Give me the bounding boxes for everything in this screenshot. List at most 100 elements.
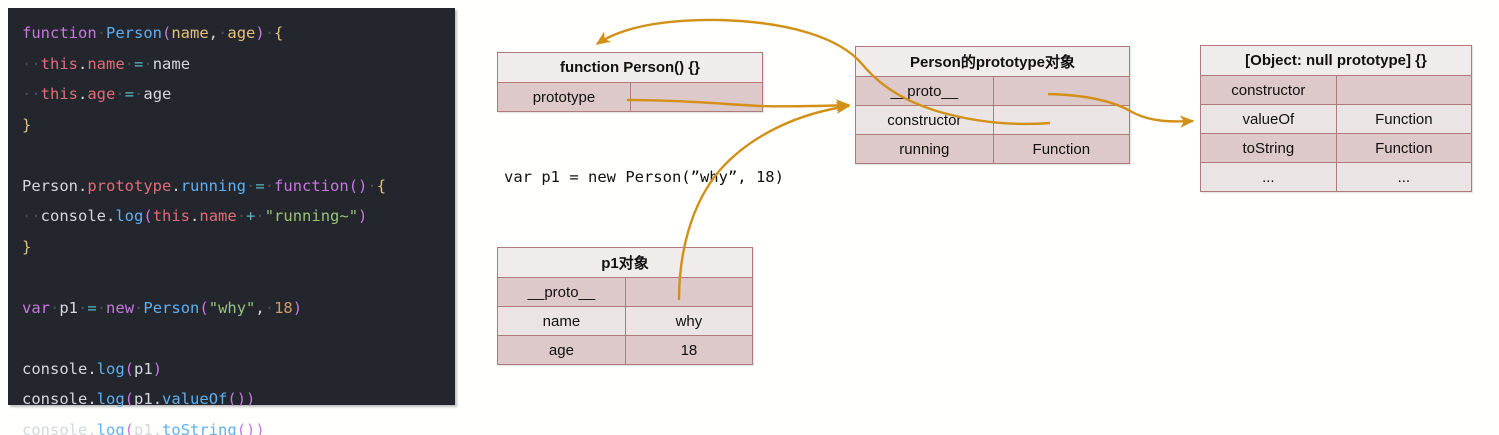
code-token: ) (246, 420, 256, 435)
code-token: p1 (134, 359, 153, 378)
code-token: ) (358, 207, 368, 225)
code-token: = (124, 85, 135, 103)
code-token: Person (106, 24, 162, 42)
code-token: · (367, 176, 377, 195)
code-token: . (87, 359, 97, 378)
p1-object-value--proto- (624, 277, 754, 307)
code-token: ( (236, 420, 247, 435)
code-token: · (255, 207, 265, 225)
code-token: ) (246, 390, 256, 408)
code-token: console (22, 359, 88, 378)
code-token: · (246, 176, 256, 195)
person-prototype-value-constructor (992, 105, 1131, 135)
person-prototype-key-constructor: constructor (855, 105, 994, 135)
code-token: · (134, 298, 144, 317)
person-function-value-prototype (629, 82, 764, 112)
code-token: · (96, 298, 107, 317)
code-token: + (246, 207, 256, 225)
code-token: console (22, 420, 88, 435)
code-token: Person (143, 298, 200, 317)
person-prototype-header-row: Person的prototype对象 (855, 46, 1130, 77)
code-line: console.log(p1.valueOf()) (22, 384, 455, 415)
code-token: console (40, 207, 106, 225)
code-token: ( (348, 176, 359, 195)
code-token: age (87, 85, 116, 103)
code-token: p1 (59, 298, 79, 317)
code-token: , (255, 298, 265, 317)
table-row: prototype (497, 82, 764, 112)
code-token: . (106, 207, 116, 225)
person-prototype-key--proto-: __proto__ (855, 76, 994, 106)
code-line: ··this.name·=·name (22, 49, 455, 80)
code-token: } (22, 115, 32, 134)
code-line: } (22, 232, 455, 263)
code-line (22, 140, 455, 171)
code-token: = (87, 298, 97, 317)
table-row: __proto__ (855, 76, 1131, 106)
code-token: p1 (134, 390, 153, 408)
code-token: · (264, 298, 275, 317)
code-line: } (22, 110, 455, 141)
code-token: ) (255, 24, 265, 42)
code-token: p1 (134, 420, 153, 435)
code-token: "running~" (264, 207, 359, 225)
object-null-prototype-title: [Object: null prototype] {} (1200, 45, 1472, 76)
object-null-prototype-value--: ... (1335, 162, 1473, 192)
code-token: ) (152, 359, 163, 378)
code-token: . (190, 207, 200, 225)
code-token: prototype (87, 176, 172, 195)
person-prototype-value--proto- (992, 76, 1131, 106)
code-token: console (22, 390, 88, 408)
object-null-prototype-key-toString: toString (1200, 133, 1337, 163)
p1-object-key-name: name (497, 306, 626, 336)
code-token: name (87, 54, 125, 73)
object-null-prototype-key-valueOf: valueOf (1200, 104, 1337, 134)
code-token: ( (124, 390, 135, 408)
code-token: 18 (274, 298, 293, 317)
object-null-prototype-value-toString: Function (1335, 133, 1473, 163)
person-prototype-value-running: Function (992, 134, 1131, 164)
code-token: ·· (22, 85, 41, 103)
code-token: = (134, 54, 144, 73)
code-token: . (87, 390, 97, 408)
code-token: . (87, 420, 97, 435)
code-token: · (264, 176, 275, 195)
code-token: { (376, 176, 387, 195)
code-token: . (152, 390, 163, 408)
person-prototype-title: Person的prototype对象 (855, 46, 1130, 77)
p1-object-header-row: p1对象 (497, 247, 753, 278)
code-line: console.log(p1.toString()) (22, 415, 455, 435)
code-token: name (199, 207, 237, 225)
code-token: var (22, 298, 50, 317)
code-token: ·· (22, 54, 41, 73)
code-line (22, 262, 455, 293)
code-token: ( (124, 420, 135, 435)
code-line: console.log(p1) (22, 354, 455, 385)
code-token: this (40, 85, 78, 103)
p1-object-key--proto-: __proto__ (497, 277, 626, 307)
code-token: age (143, 85, 172, 103)
code-token: . (78, 85, 88, 103)
code-token: toString (162, 420, 237, 435)
code-token: = (255, 176, 265, 195)
code-token: , (208, 24, 219, 42)
code-token: name (171, 24, 209, 42)
code-token: ) (236, 390, 247, 408)
object-null-prototype-key--: ... (1200, 162, 1337, 192)
code-token: . (78, 54, 88, 73)
person-prototype-key-running: running (855, 134, 994, 164)
code-token: this (152, 207, 191, 225)
code-token: log (96, 420, 125, 435)
code-token: Person (22, 176, 78, 195)
code-token: ( (227, 390, 237, 408)
code-token: . (78, 176, 88, 195)
code-token: ( (199, 298, 209, 317)
code-token: · (218, 24, 228, 42)
code-line: ··this.age·=·age (22, 79, 455, 110)
